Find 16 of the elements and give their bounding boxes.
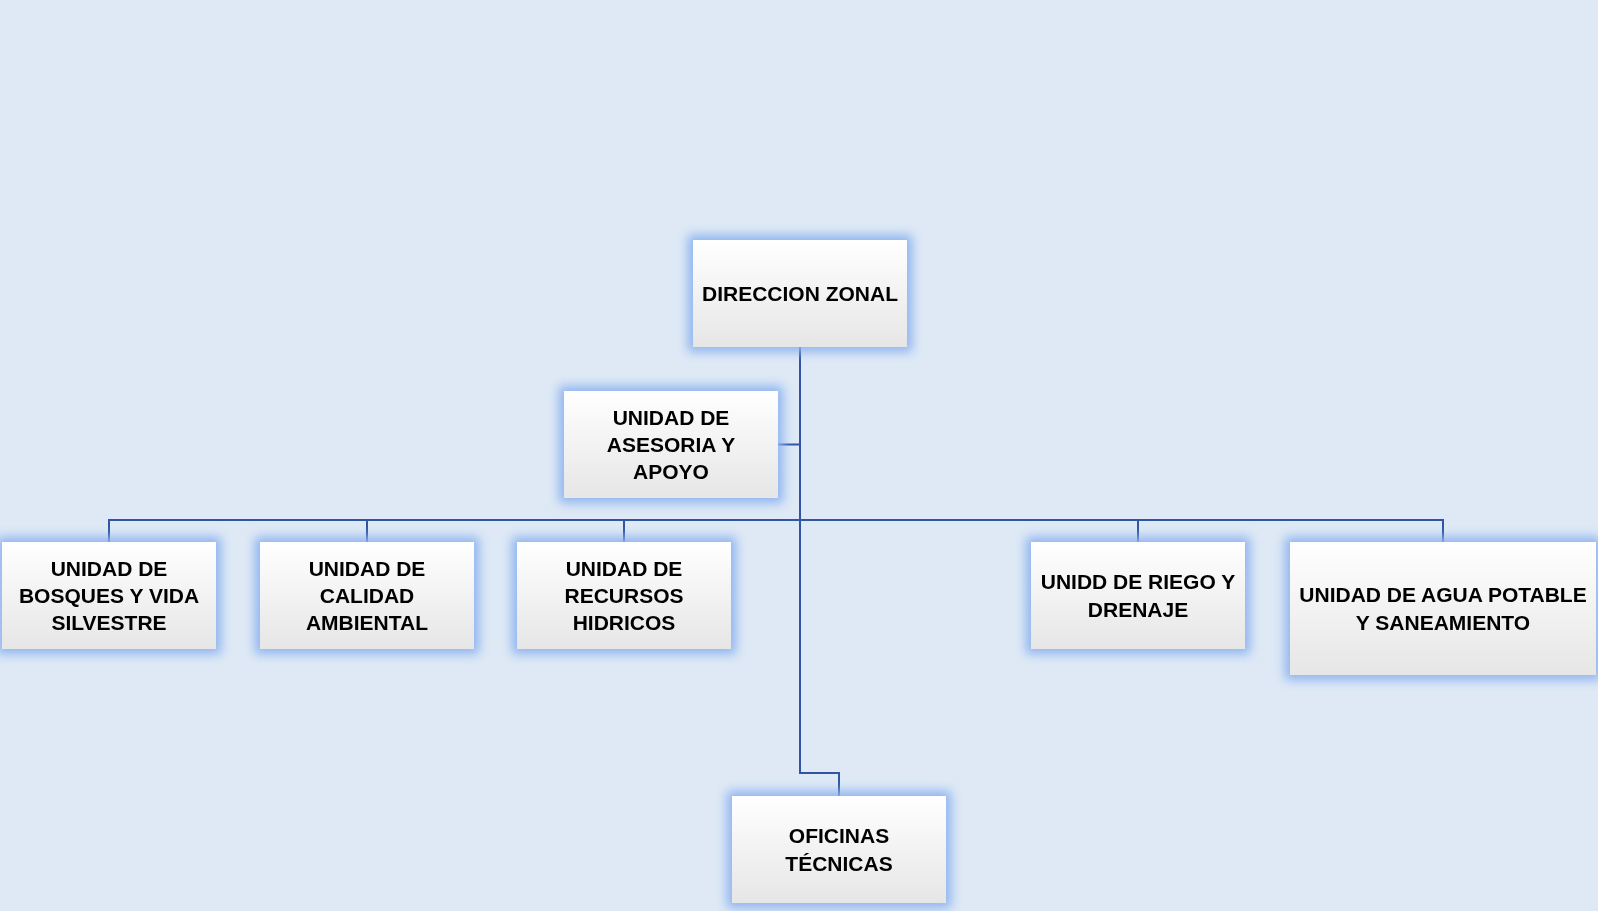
unit-name: OFICINAS TÉCNICAS (784, 823, 894, 877)
unit-name: UNIDAD DE ASESORIA Y APOYO (605, 404, 737, 486)
unit-name: UNIDAD DE RECURSOS HIDRICOS (563, 555, 685, 637)
org-box (260, 542, 474, 649)
unit-name: UNIDAD DE AGUA POTABLE Y SANEAMIENTO (1298, 582, 1588, 636)
org-box (693, 240, 907, 347)
org-box (517, 542, 731, 649)
unit-name: UNIDAD DE CALIDAD AMBIENTAL (304, 555, 430, 637)
unit-name: UNIDD DE RIEGO Y DRENAJE (1039, 569, 1237, 623)
org-box (1031, 542, 1245, 649)
org-box (564, 391, 778, 498)
unit-name: UNIDAD DE BOSQUES Y VIDA SILVESTRE (17, 555, 201, 637)
org-box (1290, 542, 1596, 675)
org-box (732, 796, 946, 903)
org-box (2, 542, 216, 649)
unit-name: DIRECCION ZONAL (702, 280, 898, 307)
